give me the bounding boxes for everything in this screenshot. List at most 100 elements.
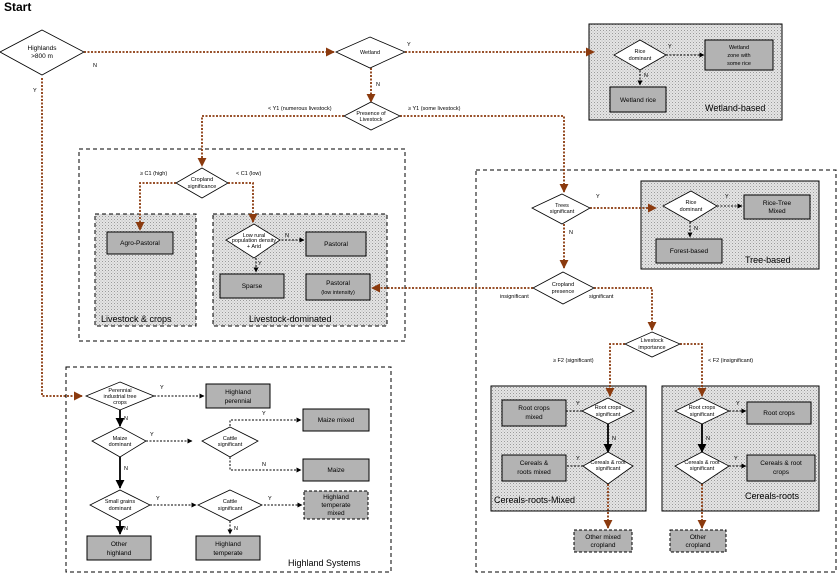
svg-text:N: N [124, 466, 128, 472]
svg-text:≥ Y1 (some livestock): ≥ Y1 (some livestock) [408, 106, 461, 112]
svg-text:Cattle: Cattle [223, 499, 237, 505]
svg-text:Wetland: Wetland [729, 45, 749, 51]
maize-box: Maize [302, 458, 370, 482]
svg-text:dominant: dominant [109, 442, 132, 448]
svg-text:significant: significant [690, 412, 715, 418]
svg-text:Rice: Rice [634, 49, 645, 55]
cropland-section-frame [475, 169, 837, 573]
tree-based-label: Tree-based [745, 255, 791, 265]
svg-text:Y: Y [150, 432, 154, 438]
svg-text:Highland: Highland [215, 541, 241, 548]
svg-text:importance: importance [638, 345, 665, 351]
svg-text:significant: significant [589, 294, 614, 300]
svg-text:N: N [285, 233, 289, 239]
svg-text:temperate: temperate [321, 502, 351, 509]
svg-text:Trees: Trees [555, 203, 569, 209]
livestock-section-frame [78, 148, 406, 342]
presence-livestock-decision: Presence of Livestock [343, 101, 401, 131]
svg-text:Low rural: Low rural [243, 233, 266, 239]
svg-text:Root crops: Root crops [595, 405, 622, 411]
cereals-roots-label: Cereals-roots [745, 491, 800, 501]
svg-text:Y: Y [734, 456, 738, 462]
trees-significant-decision: Trees significant [531, 193, 591, 225]
svg-text:significant: significant [596, 466, 621, 472]
svg-text:(low intensity): (low intensity) [321, 290, 355, 296]
cereals-root-significant-decision-2: Cereals & root significant [674, 451, 730, 485]
cereals-root-crops-box: Cereals & root crops [746, 454, 816, 482]
perennial-decision: Perennial industrial tree crops [84, 381, 156, 411]
svg-text:N: N [262, 462, 266, 468]
rice-tree-mixed-box: Rice-Tree Mixed [743, 194, 811, 220]
svg-text:Wetland rice: Wetland rice [620, 97, 656, 104]
svg-text:dominant: dominant [109, 506, 132, 512]
root-crops-significant-decision-2: Root crops significant [674, 397, 730, 425]
svg-text:< C1 (low): < C1 (low) [236, 171, 261, 177]
svg-text:significance: significance [188, 184, 217, 190]
livestock-importance-decision: Livestock importance [624, 331, 681, 358]
svg-text:Rice: Rice [685, 200, 696, 206]
svg-text:significant: significant [550, 209, 575, 215]
edge-labels: N Y Y N Y N < Y1 (numerous livestock) ≥ … [33, 42, 753, 532]
svg-text:Highlands: Highlands [28, 45, 58, 52]
svg-text:Y: Y [160, 385, 164, 391]
svg-text:Other: Other [111, 541, 128, 548]
svg-text:< Y1 (numerous livestock): < Y1 (numerous livestock) [268, 106, 332, 112]
svg-text:Wetland: Wetland [360, 50, 380, 56]
svg-text:Sparse: Sparse [242, 283, 263, 290]
svg-text:industrial tree: industrial tree [103, 394, 136, 400]
svg-text:Maize mixed: Maize mixed [318, 417, 355, 424]
svg-text:Cereals & root: Cereals & root [760, 460, 802, 467]
small-grains-decision: Small grains dominant [89, 489, 151, 522]
highland-systems-label: Highland Systems [288, 558, 361, 568]
svg-text:Small grains: Small grains [105, 499, 136, 505]
svg-text:≥ F2 (significant): ≥ F2 (significant) [553, 358, 594, 364]
svg-text:Root crops: Root crops [689, 405, 716, 411]
wetland-based-label: Wetland-based [705, 103, 765, 113]
rice-dominant-tree-decision: Rice dominant [662, 190, 718, 223]
svg-text:Cropland: Cropland [191, 177, 213, 183]
highland-systems-section [65, 366, 392, 573]
svg-text:Forest-based: Forest-based [670, 248, 709, 255]
svg-text:roots mixed: roots mixed [517, 469, 551, 476]
svg-text:insignificant: insignificant [500, 294, 529, 300]
svg-text:significant: significant [218, 442, 243, 448]
wetland-decision: Wetland [335, 36, 406, 69]
agro-pastoral-box: Agro-Pastoral [106, 231, 174, 255]
svg-text:Cattle: Cattle [223, 436, 237, 442]
cereals-root-significant-decision-1: Cereals & root significant [582, 451, 634, 485]
root-crops-significant-decision-1: Root crops significant [581, 397, 635, 425]
svg-text:Y: Y [596, 194, 600, 200]
svg-text:Pastoral: Pastoral [324, 241, 348, 248]
svg-text:Root crops: Root crops [518, 405, 550, 412]
highland-temperate-box: Highland temperate [195, 535, 261, 561]
svg-text:Maize: Maize [113, 436, 128, 442]
svg-text:Y: Y [576, 401, 580, 407]
cattle-significant-decision-1: Cattle significant [201, 426, 259, 458]
svg-text:crops: crops [113, 400, 127, 406]
svg-text:cropland: cropland [591, 542, 616, 549]
wetland-zone-box: Wetland zone with some rice [704, 39, 774, 71]
svg-text:Maize: Maize [327, 467, 345, 474]
other-cropland-box: Other cropland [669, 529, 727, 553]
svg-text:Other: Other [690, 534, 707, 541]
svg-text:cropland: cropland [686, 542, 711, 549]
svg-text:Y: Y [268, 496, 272, 502]
svg-text:Y: Y [262, 411, 266, 417]
svg-text:Mixed: Mixed [768, 208, 786, 215]
root-crops-box: Root crops [746, 401, 812, 425]
svg-text:mixed: mixed [525, 414, 543, 421]
rice-dominant-wetland-decision: Rice dominant [613, 39, 667, 71]
svg-text:Rice-Tree: Rice-Tree [763, 200, 792, 207]
root-crops-mixed-box: Root crops mixed [501, 399, 567, 427]
svg-text:N: N [612, 436, 616, 442]
livestock-crops-label: Livestock & crops [101, 314, 172, 324]
svg-text:+ Arid: + Arid [247, 244, 261, 250]
cropland-significance-decision: Cropland significance [175, 167, 229, 199]
svg-text:N: N [694, 226, 698, 232]
maize-dominant-decision: Maize dominant [91, 426, 147, 458]
highland-perennial-box: Highland perennial [205, 383, 271, 409]
cattle-significant-decision-2: Cattle significant [197, 489, 263, 522]
svg-text:N: N [124, 526, 128, 532]
svg-text:some rice: some rice [727, 61, 751, 67]
svg-text:Y: Y [156, 496, 160, 502]
